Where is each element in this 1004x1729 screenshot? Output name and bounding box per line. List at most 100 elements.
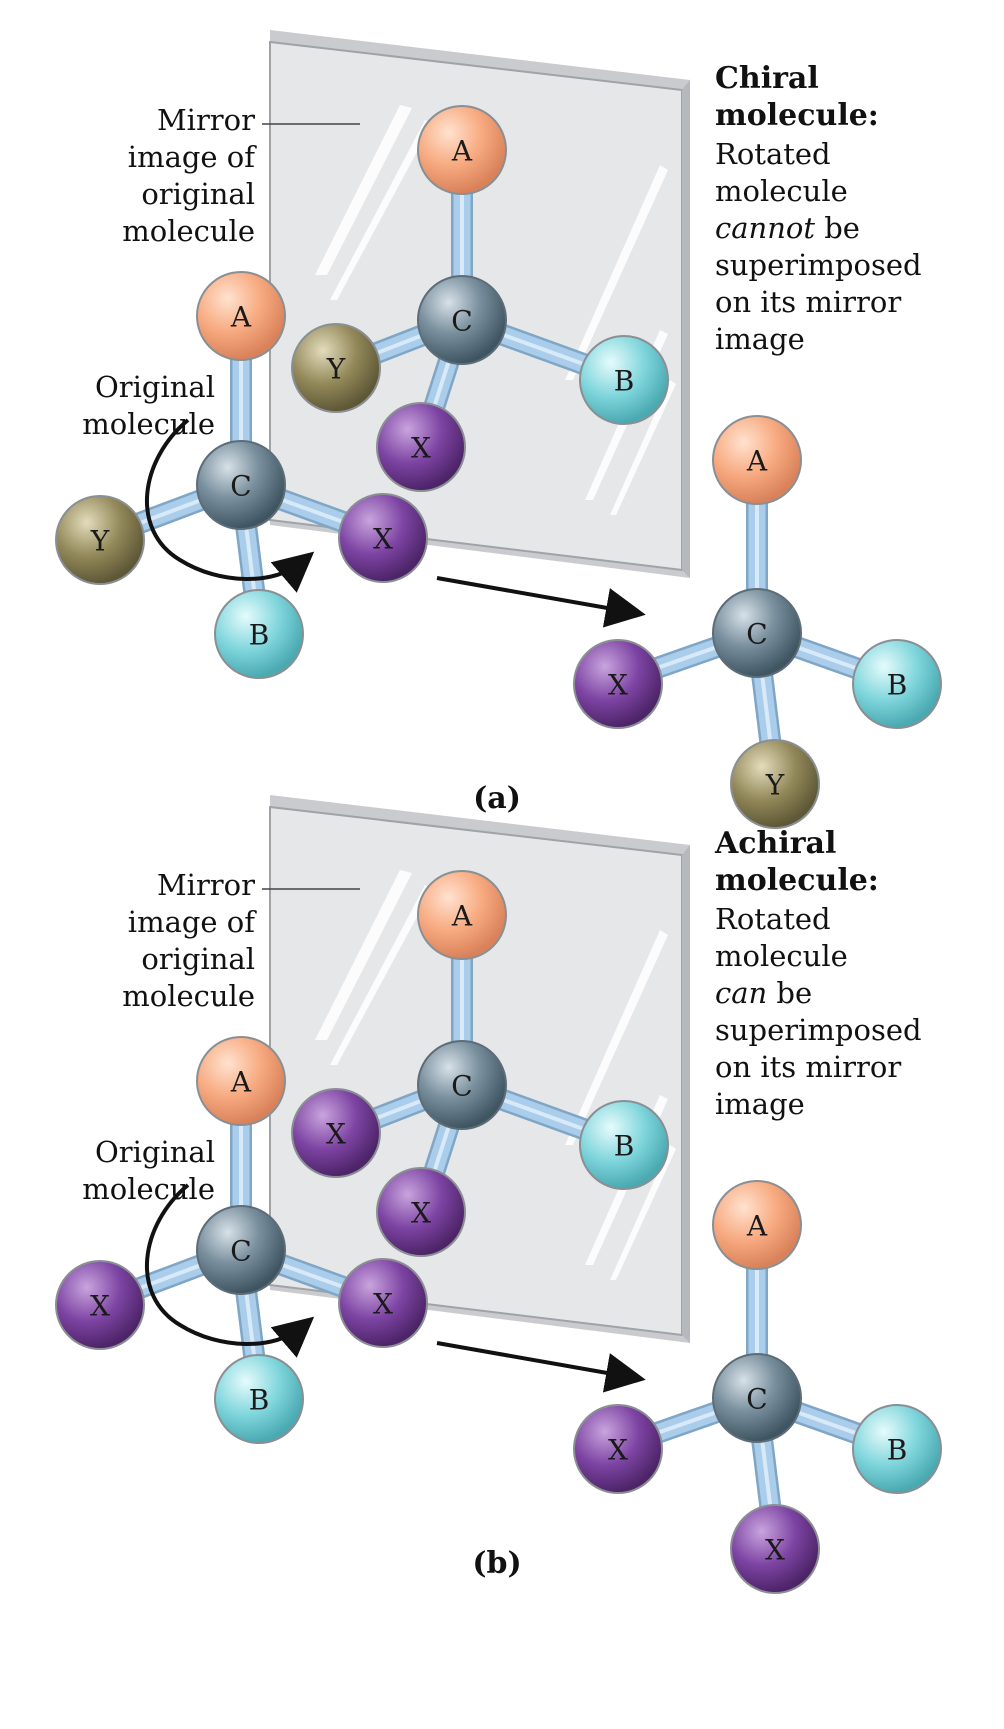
rotated-atom-bottom-sphere (730, 1504, 820, 1594)
rotated-atom-bottom: Y (730, 739, 820, 829)
caption-key-line: can be (715, 976, 812, 1010)
rotated-atom-right-sphere (852, 1404, 942, 1494)
original-atom-bottom: B (214, 1354, 304, 1444)
caption-desc-line-0: Rotated (715, 902, 831, 936)
original-atom-left-sphere (55, 495, 145, 585)
caption-post-line-0: superimposed (715, 1013, 922, 1047)
caption-key-emphasis: can (715, 976, 767, 1010)
caption-post-line-2: image (715, 1087, 805, 1121)
mirror-atom-center-sphere (417, 1040, 507, 1130)
mirror-atom-top-label: A (451, 900, 473, 933)
original-molecule-label-line-1: molecule (82, 1172, 215, 1206)
mirror-atom-right-sphere (579, 335, 669, 425)
rotated-atom-left: X (573, 1404, 663, 1494)
mirror-atom-left: X (291, 1088, 381, 1178)
mirror-atom-left: Y (291, 323, 381, 413)
original-atom-bottom-label: B (249, 1384, 270, 1417)
caption-desc-line-1: molecule (715, 939, 848, 973)
original-atom-right: X (338, 1258, 428, 1348)
mirror-atom-right: B (579, 335, 669, 425)
original-atom-left: X (55, 1260, 145, 1350)
original-atom-center-sphere (196, 440, 286, 530)
mirror-glare-2 (565, 165, 668, 380)
rotated-atom-right: B (852, 1404, 942, 1494)
caption-key-line: cannot be (715, 211, 860, 245)
mirror-atom-left-label: X (326, 1118, 346, 1151)
caption-heading-line-0: Chiral (715, 61, 819, 96)
rotated-atom-top-label: A (746, 1210, 768, 1243)
caption-heading-line-0: Achiral (714, 826, 836, 861)
original-atom-bottom-label: B (249, 619, 270, 652)
mirror-glare-4 (610, 380, 676, 515)
rotated-atom-center: C (712, 1353, 802, 1443)
rotated-atom-top-label: A (746, 445, 768, 478)
mirror-atom-front: X (376, 402, 466, 492)
rotated-atom-left-sphere (573, 639, 663, 729)
rotation-arrow (145, 1183, 315, 1358)
rotated-atom-center-sphere (712, 588, 802, 678)
original-atom-center-label: C (230, 1235, 251, 1268)
original-atom-right-label: X (373, 1288, 393, 1321)
rotated-atom-top: A (712, 415, 802, 505)
rotated-atom-left-label: X (608, 1434, 628, 1467)
mirror-atom-front-label: X (411, 432, 431, 465)
mirror-side (682, 845, 690, 1343)
original-atom-right: X (338, 493, 428, 583)
rotated-atom-top-sphere (712, 415, 802, 505)
rotated-atom-center-sphere (712, 1353, 802, 1443)
mirror-atom-right-sphere (579, 1100, 669, 1190)
panel-label: (b) (472, 1546, 521, 1581)
caption-desc-line-0: Rotated (715, 137, 831, 171)
original-atom-top-sphere (196, 1036, 286, 1126)
original-atom-top: A (196, 1036, 286, 1126)
mirror-atom-center: C (417, 1040, 507, 1130)
mirror-atom-front-label: X (411, 1197, 431, 1230)
mirror-atom-left-label: Y (326, 353, 346, 386)
original-molecule-label-line-0: Original (95, 1135, 215, 1169)
original-molecule-label-line-1: molecule (82, 407, 215, 441)
mirror-image-label-line-1: image of (128, 140, 257, 174)
mirror-atom-top: A (417, 870, 507, 960)
caption-key-rest: be (767, 976, 812, 1010)
caption-key-emphasis: cannot (715, 211, 815, 245)
mirror-image-label-line-3: molecule (122, 979, 255, 1013)
mirror-atom-top-sphere (417, 870, 507, 960)
mirror-glare-4 (610, 1145, 676, 1280)
original-atom-top: A (196, 271, 286, 361)
original-atom-right-sphere (338, 1258, 428, 1348)
mirror-glare-0 (315, 870, 412, 1040)
mirror-atom-center-sphere (417, 275, 507, 365)
original-atom-bottom-sphere (214, 1354, 304, 1444)
mirror-glare-0 (315, 105, 412, 275)
rotation-result-arrow (436, 576, 646, 628)
original-molecule: A Y B C X (55, 271, 428, 679)
original-atom-top-label: A (230, 1066, 252, 1099)
original-molecule-label-line-0: Original (95, 370, 215, 404)
mirror-side (682, 80, 690, 578)
rotated-atom-left: X (573, 639, 663, 729)
mirror-atom-left-sphere (291, 323, 381, 413)
original-atom-center-label: C (230, 470, 251, 503)
mirror-atom-left-sphere (291, 1088, 381, 1178)
mirror-atom-front: X (376, 1167, 466, 1257)
mirror-image-label-line-2: original (141, 177, 255, 211)
mirror-atom-center: C (417, 275, 507, 365)
rotated-atom-left-sphere (573, 1404, 663, 1494)
original-atom-top-sphere (196, 271, 286, 361)
mirror-image-label-line-0: Mirror (157, 103, 255, 137)
rotated-atom-right-label: B (887, 669, 908, 702)
mirror-image-label-line-0: Mirror (157, 868, 255, 902)
caption-heading-line-1: molecule: (715, 863, 879, 898)
original-atom-right-label: X (373, 523, 393, 556)
mirror-glare-2 (565, 930, 668, 1145)
original-atom-right-sphere (338, 493, 428, 583)
original-atom-center: C (196, 1205, 286, 1295)
rotation-result-arrow (436, 1341, 646, 1393)
rotated-atom-right-sphere (852, 639, 942, 729)
panel-label: (a) (473, 781, 521, 816)
